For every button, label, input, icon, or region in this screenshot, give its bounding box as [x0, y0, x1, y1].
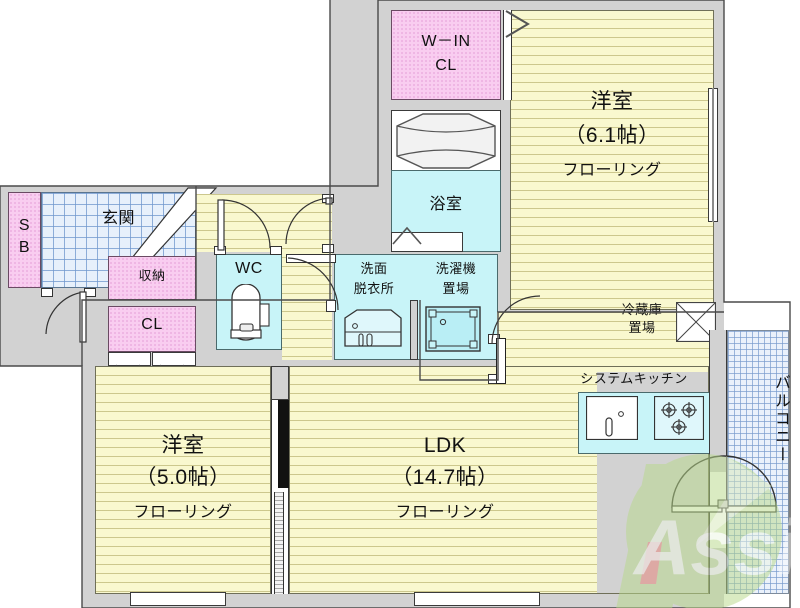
washbasin-icon — [344, 309, 402, 347]
room-closet — [108, 306, 196, 352]
door-swing-toilet — [217, 199, 271, 251]
door-swing-entrance — [45, 291, 87, 343]
door-swing-balcony — [671, 455, 777, 513]
room-walk-in-closet — [391, 10, 501, 100]
wall-balcony-inner — [709, 330, 727, 594]
window-ldk-south — [414, 592, 540, 606]
sliding-door-open-panel — [278, 400, 289, 488]
wall-washroom-laundry-divider — [410, 300, 418, 360]
room-shoe-box — [8, 192, 41, 288]
room-storage — [108, 256, 196, 300]
balcony — [727, 330, 789, 594]
door-leaf-ldk — [496, 338, 506, 384]
room-bedroom-main-outline — [510, 10, 714, 310]
folding-door-bath-icon — [392, 226, 422, 245]
window-bedroom-second-south — [130, 592, 226, 606]
folding-door-walk-in-closet — [505, 10, 530, 38]
gas-stove-icon — [654, 396, 704, 440]
sliding-door-head — [271, 366, 289, 400]
folding-door-closet-right — [152, 352, 196, 366]
bathtub-icon — [396, 113, 496, 169]
room-bedroom-second-outline — [95, 366, 271, 594]
toilet-icon — [230, 284, 270, 341]
folding-door-closet-left — [108, 352, 151, 366]
sliding-door-closed-panel — [274, 492, 284, 594]
kitchen-sink-icon — [586, 396, 638, 440]
door-swing-washroom — [285, 197, 333, 245]
jamb-washroom-ldk-bottom — [326, 300, 336, 312]
washer-icon — [425, 306, 481, 352]
window-bedroom-main-east-mullion — [712, 88, 714, 222]
